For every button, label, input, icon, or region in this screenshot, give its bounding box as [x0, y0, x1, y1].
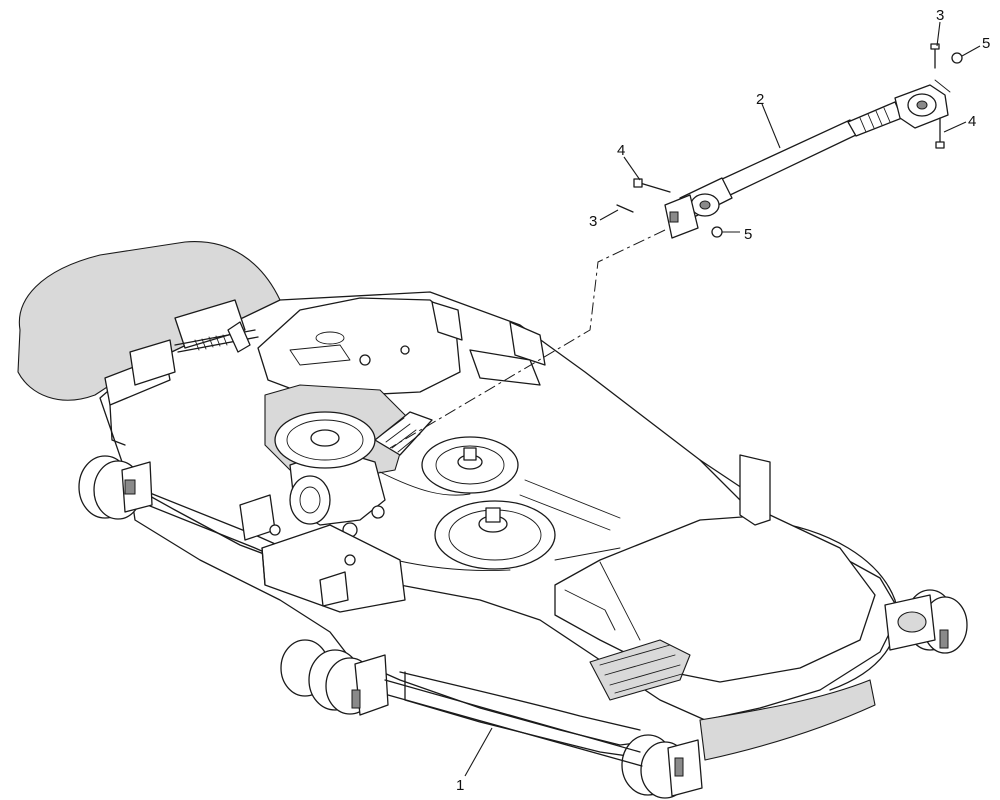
- foot-pad: [589, 639, 691, 701]
- left-rear-caster-wheel: [78, 455, 153, 520]
- spindle-pulleys: [274, 411, 621, 571]
- callout-1: 1: [456, 777, 464, 794]
- assembly-centerline: [389, 229, 666, 449]
- callout-3-left: 3: [589, 213, 597, 230]
- right-rear-caster-wheel: [884, 589, 968, 654]
- gearbox-cover-plate: [257, 297, 546, 396]
- callout-4-right: 4: [968, 113, 976, 130]
- callout-labels: 1 2 3 3 4 4 5 5: [456, 7, 990, 794]
- front-right-caster-wheel: [621, 734, 703, 799]
- discharge-chute: [17, 241, 293, 401]
- callout-5-left: 5: [744, 226, 752, 243]
- hardware-right: [930, 43, 963, 149]
- callout-3-right: 3: [936, 7, 944, 24]
- left-rail-assembly: [104, 299, 301, 569]
- hardware-left: [616, 178, 723, 238]
- front-left-housing: [261, 524, 406, 613]
- driveshaft: [664, 79, 951, 239]
- callout-4-left: 4: [617, 142, 625, 159]
- leader-lines: [464, 21, 981, 777]
- callout-5-right: 5: [982, 35, 990, 52]
- front-left-caster-wheels: [280, 639, 389, 716]
- front-axle-bar: [384, 679, 643, 767]
- callout-2: 2: [756, 91, 764, 108]
